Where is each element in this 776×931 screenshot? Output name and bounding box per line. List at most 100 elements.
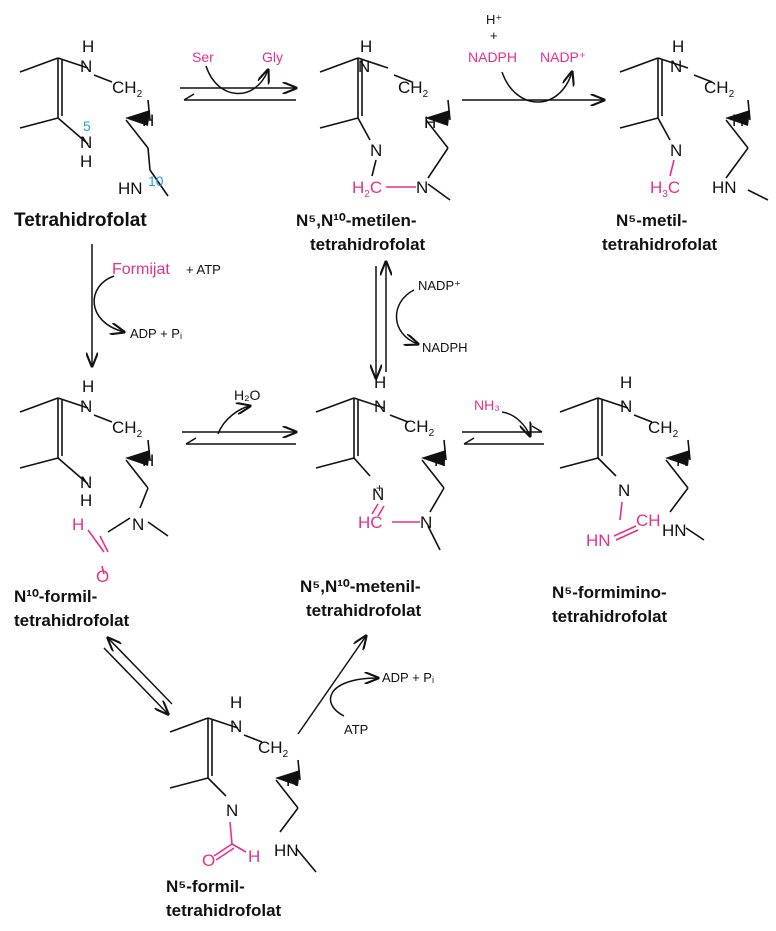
wedge-bond (421, 450, 446, 466)
compound-formimino-thf: H N CH2 H N CH HN HN (559, 373, 705, 550)
atom-h: H (142, 451, 154, 470)
curved-arrow (205, 65, 268, 95)
atom-n: N (670, 141, 682, 160)
curved-arrow (329, 678, 378, 717)
atom-n: N (230, 717, 242, 736)
label-methyl-line1: N⁵-metil- (616, 211, 687, 230)
label-formimino-line1: N⁵-formimino- (552, 583, 667, 602)
atom-h: H (80, 152, 92, 171)
reaction-ser-gly: Ser Gly (180, 49, 296, 101)
reagent-plus: + (490, 28, 498, 43)
atom-h: H (620, 373, 632, 392)
reagent-nh3: NH₃ (474, 397, 500, 413)
atom-o: O (202, 851, 215, 870)
atom-hc: HC (358, 513, 383, 532)
ring-bonds (19, 397, 169, 537)
atom-h: H (424, 113, 436, 132)
locant-10: 10 (148, 173, 164, 189)
atom-n: N (132, 515, 144, 534)
atom-h: H (286, 771, 298, 790)
atom-h: H (434, 451, 446, 470)
reaction-formyl-isomer (103, 638, 173, 714)
atom-o: O (96, 567, 109, 586)
reaction-methylene-oxidation: NADP⁺ NADPH (376, 262, 468, 378)
formyl-bonds (213, 821, 247, 861)
atom-n: N (80, 473, 92, 492)
reaction-formyl-cyclo-ligase: ADP + Pᵢ ATP (297, 636, 434, 737)
compound-tetrahydrofolate: H N CH2 H 5 N H HN 10 Tetrahidrofolat (14, 37, 169, 231)
label-methenyl-line1: N⁵,N¹⁰-metenil- (300, 577, 421, 596)
methyl-bond (669, 159, 675, 177)
wedge-bond (425, 110, 450, 126)
atom-h: H (230, 693, 242, 712)
label-formimino-line2: tetrahidrofolat (552, 607, 668, 626)
label-methyl-line2: tetrahidrofolat (602, 235, 718, 254)
reaction-formate-activation: Formijat + ATP ADP + Pᵢ (92, 244, 221, 366)
atom-hn: HN (662, 521, 687, 540)
label-methenyl-line2: tetrahidrofolat (306, 601, 422, 620)
reagent-nadp: NADP⁺ (540, 49, 586, 65)
reagent-formijat: Formijat (112, 261, 170, 278)
reagent-gly: Gly (262, 49, 283, 65)
curved-arrow (501, 72, 572, 103)
atom-n: N (374, 397, 386, 416)
locant-5: 5 (83, 118, 91, 134)
atom-n: N (80, 133, 92, 152)
compound-methylene-thf: H N CH2 H N H2C N (319, 37, 451, 201)
atom-h: H (676, 451, 688, 470)
atom-h: H (72, 515, 84, 534)
curved-arrow (217, 406, 250, 435)
reagent-hplus: H⁺ (486, 12, 502, 27)
wedge-bond (665, 450, 690, 466)
reaction-formimino: NH₃ (462, 397, 544, 445)
atom-n: N (226, 801, 238, 820)
arrow-up (297, 636, 366, 735)
arrow-up (108, 638, 173, 705)
label-n10-formyl-line2: tetrahidrofolat (14, 611, 130, 630)
arrow-down (103, 647, 168, 714)
atom-n: N (618, 481, 630, 500)
label-n5-formyl-line2: tetrahidrofolat (166, 901, 282, 920)
compound-methyl-thf: H N CH2 H N H3C HN (619, 37, 769, 201)
reagent-atp: ATP (344, 722, 368, 737)
atom-n: N (372, 485, 384, 504)
atom-n: N (416, 178, 428, 197)
atom-n: N (80, 397, 92, 416)
curved-arrow (395, 289, 418, 344)
atom-h3c: H3C (650, 178, 680, 200)
reagent-atp: + ATP (186, 262, 221, 277)
atom-h: H (672, 37, 684, 56)
atom-ch2: CH2 (648, 418, 679, 440)
atom-n: N (370, 141, 382, 160)
ring-bonds (319, 57, 451, 201)
charge-plus: + (376, 481, 383, 495)
atom-h: H (80, 491, 92, 510)
wedge-bond (125, 110, 150, 126)
atom-h: H (82, 37, 94, 56)
wedge-bond (125, 450, 150, 466)
ring-bonds (315, 397, 447, 551)
atom-hn: HN (712, 178, 737, 197)
atom-n: N (670, 57, 682, 76)
reagent-adp-pi: ADP + Pᵢ (130, 326, 182, 341)
atom-ch2: CH2 (398, 78, 429, 100)
compound-n10-formyl-thf: H N CH2 H N H N H O (19, 377, 169, 586)
formimino-bonds (613, 501, 639, 541)
atom-n: N (358, 57, 370, 76)
atom-ch2: CH2 (112, 418, 143, 440)
reaction-methylene-reduction: H⁺ + NADPH NADP⁺ (462, 12, 604, 102)
atom-ch2: CH2 (258, 738, 289, 760)
atom-h: H (360, 37, 372, 56)
atom-h2c: H2C (352, 178, 382, 200)
compound-methenyl-thf: H N CH2 H + N HC N (315, 373, 447, 551)
wedge-bond (275, 770, 300, 786)
ring-bonds (559, 397, 705, 541)
curved-arrow (93, 275, 124, 332)
curved-arrow (501, 411, 530, 436)
wedge-bond (725, 110, 750, 126)
atom-ch: CH (636, 511, 661, 530)
label-n5-formyl-line1: N⁵-formil- (166, 877, 245, 896)
label-methylene-line1: N⁵,N¹⁰-metilen- (296, 211, 417, 230)
formyl-bonds (87, 529, 109, 575)
